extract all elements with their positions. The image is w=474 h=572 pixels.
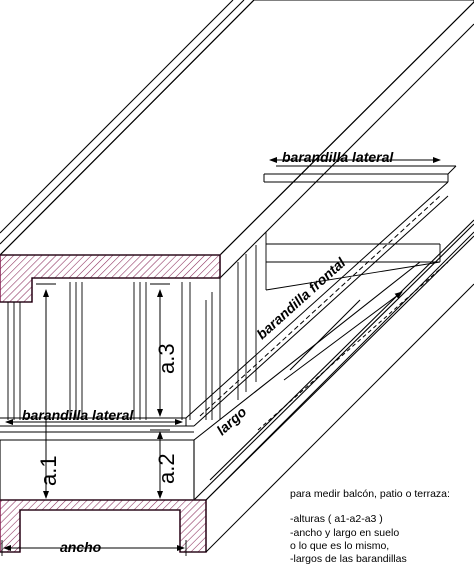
instruction-line: -alturas ( a1-a2-a3 ): [290, 513, 383, 526]
dimension-largo: [283, 291, 403, 381]
label-ancho: ancho: [60, 539, 102, 555]
upper-slab-section-hatch: [0, 254, 221, 303]
dimension-a1: [36, 283, 56, 501]
lateral-railing-right: [263, 165, 457, 183]
instruction-line: -largos de las barandillas: [290, 553, 407, 566]
label-barandilla-lateral-top: barandilla lateral: [282, 149, 394, 165]
measurement-instructions: para medir balcón, patio o terraza: -alt…: [290, 488, 472, 566]
instruction-line: -ancho y largo en suelo: [290, 526, 400, 539]
left-wall-columns: [7, 282, 191, 420]
instruction-line: o lo que es lo mismo,: [290, 539, 390, 552]
dimension-a2: [150, 429, 170, 499]
label-barandilla-lateral-bottom: barandilla lateral: [22, 407, 134, 423]
dimension-a3: [150, 283, 170, 419]
instructions-title: para medir balcón, patio o terraza:: [290, 488, 450, 500]
label-largo: largo: [213, 403, 249, 438]
dimension-ancho: [1, 540, 187, 556]
lateral-railing-near: [0, 417, 194, 441]
lower-slab-section-hatch: [0, 231, 474, 553]
label-a2: a.2: [154, 453, 179, 484]
label-a3: a.3: [154, 343, 179, 374]
label-a1: a.1: [36, 455, 61, 486]
back-wall: [205, 232, 441, 420]
